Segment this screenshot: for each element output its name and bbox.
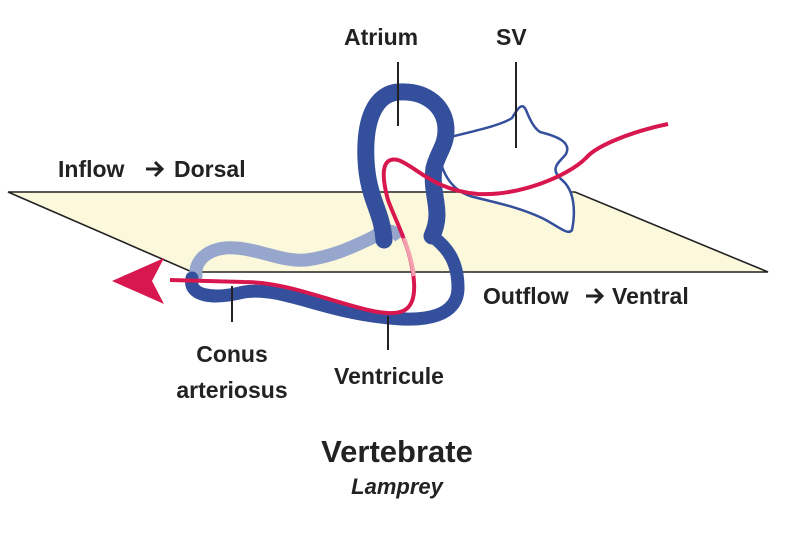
- sinus-venosus-shape: [436, 105, 576, 234]
- conus-label-line2: arteriosus: [176, 377, 287, 403]
- atrium-tube: [357, 83, 455, 249]
- conus-arteriosus-tube-back: [189, 227, 387, 283]
- blood-flow-arrowhead: [112, 258, 164, 304]
- blood-flow-path: [169, 122, 669, 316]
- sv-label: SV: [496, 24, 527, 50]
- dorsal-label: Dorsal: [174, 156, 246, 182]
- ventricule-label: Ventricule: [334, 363, 444, 389]
- ventral-label: Ventral: [612, 283, 689, 309]
- ventricle-tube: [185, 229, 465, 326]
- blood-flow-segment-light: [402, 237, 416, 277]
- diagram-subtitle: Lamprey: [351, 474, 444, 499]
- inflow-arrow-icon: [146, 160, 165, 178]
- atrium-label: Atrium: [344, 24, 418, 50]
- conus-label-line1: Conus: [196, 341, 268, 367]
- outflow-arrow-icon: [586, 287, 605, 305]
- inflow-label: Inflow: [58, 156, 125, 182]
- diagram-title: Vertebrate: [321, 434, 473, 469]
- outflow-label: Outflow: [483, 283, 569, 309]
